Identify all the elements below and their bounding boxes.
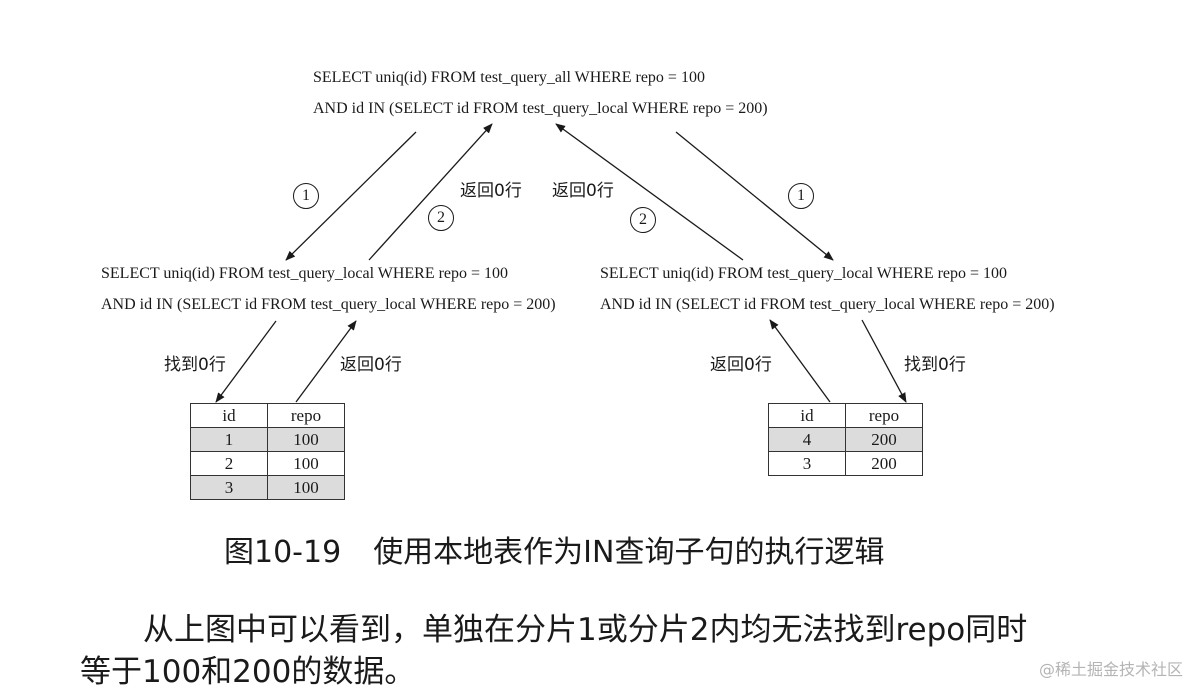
body-paragraph-line1: 从上图中可以看到，单独在分片1或分片2内均无法找到repo同时 (143, 612, 1028, 648)
left-query-line2: AND id IN (SELECT id FROM test_query_loc… (101, 296, 556, 313)
table-header-repo: repo (845, 403, 923, 428)
table-cell-repo: 100 (267, 475, 345, 500)
left-query-line1: SELECT uniq(id) FROM test_query_local WH… (101, 265, 509, 282)
arrow-left-from-table (295, 320, 357, 403)
table-row: 3 200 (768, 451, 923, 476)
arrow-step1-left (285, 131, 417, 261)
step-2-marker-left: 2 (428, 205, 454, 231)
arrow-right-to-table (861, 319, 907, 403)
body-paragraph-line2: 等于100和200的数据。 (80, 654, 416, 690)
arrow-left-to-table (215, 320, 277, 403)
table-row: 3 100 (190, 475, 345, 500)
watermark: @稀土掘金技术社区 (1038, 660, 1183, 679)
table-cell-id: 4 (768, 427, 846, 452)
label-return-zero-top-right: 返回0行 (552, 181, 614, 201)
step-2-marker-right: 2 (630, 207, 656, 233)
table-header-row: id repo (190, 403, 345, 428)
right-query-line2: AND id IN (SELECT id FROM test_query_loc… (600, 296, 1055, 313)
arrow-right-from-table (769, 319, 831, 403)
arrow-step2-left (368, 123, 493, 261)
step-1-marker-right: 1 (788, 183, 814, 209)
table-cell-repo: 200 (845, 451, 923, 476)
table-row: 4 200 (768, 427, 923, 452)
table-row: 1 100 (190, 427, 345, 452)
arrow-step1-right (675, 131, 834, 261)
table-header-row: id repo (768, 403, 923, 428)
table-cell-repo: 100 (267, 451, 345, 476)
table-cell-id: 2 (190, 451, 268, 476)
table-cell-id: 3 (190, 475, 268, 500)
table-cell-repo: 200 (845, 427, 923, 452)
table-cell-id: 3 (768, 451, 846, 476)
table-header-repo: repo (267, 403, 345, 428)
label-found-zero-left: 找到0行 (164, 355, 226, 375)
right-query-line1: SELECT uniq(id) FROM test_query_local WH… (600, 265, 1008, 282)
label-return-zero-left: 返回0行 (340, 355, 402, 375)
table-cell-id: 1 (190, 427, 268, 452)
top-query-line2: AND id IN (SELECT id FROM test_query_loc… (313, 100, 768, 117)
right-shard-table: id repo 4 200 3 200 (768, 403, 923, 476)
label-return-zero-top-left: 返回0行 (460, 181, 522, 201)
figure-caption: 图10-19 使用本地表作为IN查询子句的执行逻辑 (224, 527, 884, 571)
table-cell-repo: 100 (267, 427, 345, 452)
label-found-zero-right: 找到0行 (904, 355, 966, 375)
arrow-step2-right (555, 123, 744, 261)
figure-title: 使用本地表作为IN查询子句的执行逻辑 (373, 535, 885, 570)
table-row: 2 100 (190, 451, 345, 476)
top-query-line1: SELECT uniq(id) FROM test_query_all WHER… (313, 69, 705, 86)
table-header-id: id (768, 403, 846, 428)
figure-number: 图10-19 (224, 535, 342, 570)
step-1-marker-left: 1 (293, 183, 319, 209)
left-shard-table: id repo 1 100 2 100 3 100 (190, 403, 345, 500)
table-header-id: id (190, 403, 268, 428)
label-return-zero-right: 返回0行 (710, 355, 772, 375)
